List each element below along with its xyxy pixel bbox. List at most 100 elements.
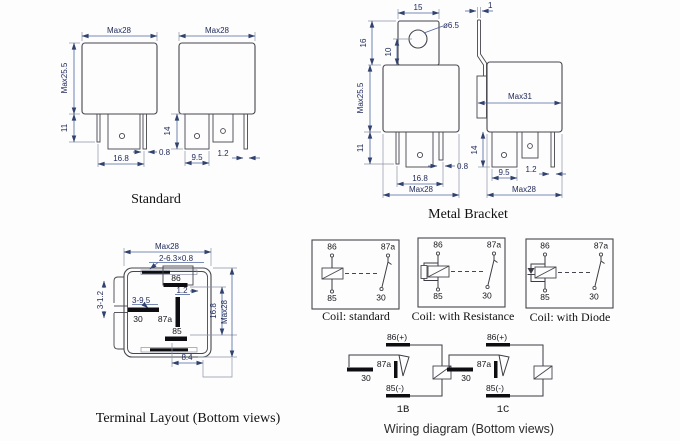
dim-tab-height: 16	[359, 38, 368, 47]
pin-blade	[521, 131, 539, 159]
diode-symbol	[527, 268, 535, 274]
terminal-bar-87a	[394, 361, 398, 378]
dim-pin-thickness: 1.2	[217, 149, 229, 158]
contact-blade	[594, 256, 602, 287]
metal-bracket-section: 15 ø6.5 16 10 Max25.5 11 0.8	[356, 1, 566, 222]
terminal-bar-30	[347, 367, 373, 372]
relay-front-view: Max28 Max25.5 11 16.8 0.8	[60, 26, 171, 167]
schematic-terminal-87a: 87a	[477, 359, 491, 369]
pin-blade	[405, 131, 434, 168]
coil-terminal-87a: 87a	[381, 242, 395, 252]
dim-blade-width: 9.5	[498, 168, 510, 177]
coil-box-label: Coil: standard	[322, 309, 390, 323]
bottom-slot	[140, 347, 198, 353]
schematic-1c: 86(+) 85(-) 30 87a 1C	[447, 332, 553, 416]
dim-pin-length: 11	[356, 143, 365, 152]
terminal-bar-85	[386, 394, 410, 398]
relay-body-outline	[81, 42, 158, 115]
wiring-caption: Wiring diagram (Bottom views)	[384, 422, 554, 436]
dim-pin-span: 16.8	[412, 174, 428, 183]
coil-terminal-86: 86	[540, 241, 550, 251]
standard-section-label: Standard	[131, 192, 181, 207]
coil-box-frame	[525, 238, 614, 309]
dim-hole-dia: ø6.5	[443, 21, 460, 30]
pin-hole	[118, 132, 126, 140]
terminal-layout-section: 3-1.2 86 1.2 3-9.5 30 87a 85 Max28 2-6.3…	[96, 242, 281, 426]
dim-width: Max28	[107, 26, 132, 35]
terminal-86-label: 86	[171, 273, 181, 283]
bracket-front-view: 15 ø6.5 16 10 Max25.5 11 0.8	[356, 3, 469, 198]
coil-box-resistance: 86 85 87a 30 Coil: with Resistance	[412, 237, 514, 323]
pin-blade	[212, 113, 234, 143]
base-outline-outer	[123, 267, 212, 358]
schematic-terminal-30: 30	[361, 373, 371, 383]
schematic-terminal-85: 85(-)	[486, 383, 504, 393]
terminal-bar-30	[447, 367, 473, 372]
schematic-terminal-86: 86(+)	[487, 332, 507, 342]
terminal-87a-blade	[175, 297, 180, 327]
terminal-85-blade	[165, 336, 187, 341]
pin-blade	[184, 113, 210, 150]
terminal-30-blade	[128, 307, 159, 312]
pin-blade	[491, 131, 518, 168]
contact-blade	[381, 257, 389, 288]
dim-pin-thickness: 0.8	[159, 148, 171, 157]
dim-pin-length: 14	[470, 145, 479, 154]
top-slot	[140, 269, 198, 275]
coil-terminal-85: 85	[327, 293, 337, 303]
dim-width: Max28	[155, 242, 180, 251]
dim-t86-width: 1.2	[176, 286, 188, 295]
terminal-bar-86	[386, 343, 410, 347]
pin-blade	[107, 113, 141, 150]
dim-blade-width: 9.5	[191, 153, 203, 162]
coil-terminal-30: 30	[376, 293, 386, 303]
dim-width: Max28	[409, 185, 434, 194]
relay-body-outline	[178, 42, 256, 115]
dim-pin-thickness: 1.2	[525, 165, 537, 174]
dim-height: Max28	[220, 299, 229, 324]
bracket-strip-base	[476, 75, 487, 119]
dim-pin-thickness: 0.8	[457, 162, 469, 171]
coil-terminal-85: 85	[540, 292, 550, 302]
terminal-bar-85	[486, 394, 510, 398]
pin-hole	[193, 132, 201, 140]
schematic-name: 1B	[397, 404, 410, 416]
dim-top-slots: 2-6.3×0.8	[159, 254, 194, 263]
bracket-tab-outline	[397, 20, 440, 66]
dim-width: Max28	[512, 185, 537, 194]
pin	[243, 113, 248, 150]
coil-box-standard: 86 85 87a 30 Coil: standard	[311, 239, 400, 323]
pin-hole	[527, 143, 533, 149]
dim-strip-thickness: 1	[488, 1, 493, 10]
terminal-bar-86	[486, 343, 510, 347]
pin-hole	[220, 128, 226, 134]
terminal-layout-section-label: Terminal Layout (Bottom views)	[96, 411, 281, 426]
metal-bracket-section-label: Metal Bracket	[428, 207, 508, 222]
contact-blade	[398, 354, 410, 377]
coil-terminal-86: 86	[433, 240, 443, 250]
dim-blade-slots: 3-9.5	[132, 296, 151, 305]
pin-hole	[500, 151, 508, 159]
coil-box-frame	[311, 239, 400, 310]
relay-body-outline	[382, 64, 460, 133]
pin	[142, 113, 147, 150]
pin-hole	[416, 151, 424, 159]
schematic-terminal-30: 30	[461, 373, 471, 383]
dim-pin-length: 11	[60, 123, 69, 132]
schematic-terminal-87a: 87a	[377, 359, 391, 369]
coil-box-diode: 86 85 87a 30 Coil: with Diode	[525, 238, 614, 324]
dim-hole-offset: 10	[384, 47, 393, 56]
side-bracket-profile	[113, 276, 124, 350]
coil-terminal-87a: 87a	[594, 241, 608, 251]
terminal-86-blade	[163, 283, 188, 287]
contact-blade	[487, 255, 495, 286]
coil-box-label: Coil: with Diode	[530, 310, 611, 324]
coil-terminal-30: 30	[589, 292, 599, 302]
contact-blade	[498, 354, 510, 377]
schematic-terminal-85: 85(-)	[386, 383, 404, 393]
pin	[395, 131, 400, 165]
dim-width: Max28	[205, 26, 230, 35]
coil-terminal-30: 30	[482, 291, 492, 301]
terminal-87a-label: 87a	[158, 314, 172, 324]
bracket-strip	[477, 20, 484, 76]
